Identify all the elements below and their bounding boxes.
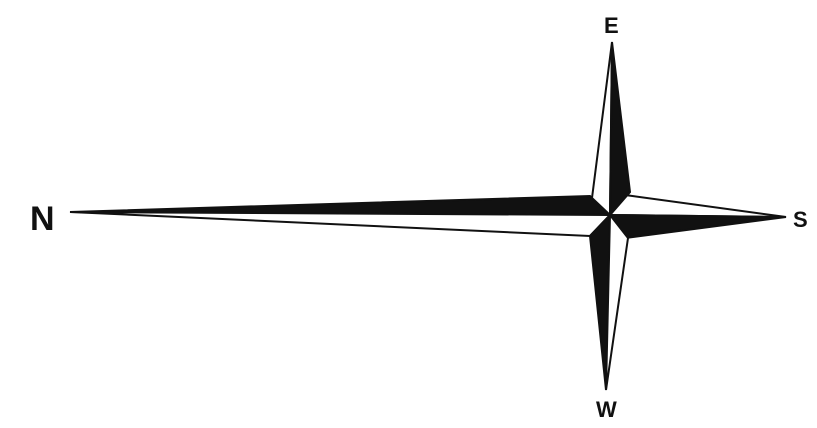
south-arm-light-half bbox=[610, 195, 786, 217]
north-label: N bbox=[30, 200, 55, 238]
north-arm-light-half bbox=[70, 212, 610, 236]
south-arm-dark-half bbox=[610, 215, 786, 238]
west-arm-light-half bbox=[606, 215, 628, 390]
east-label: E bbox=[604, 13, 619, 38]
east-arm-dark-half bbox=[610, 42, 630, 215]
east-arm-light-half bbox=[592, 42, 612, 215]
west-label: W bbox=[596, 397, 617, 422]
south-label: S bbox=[793, 207, 808, 232]
